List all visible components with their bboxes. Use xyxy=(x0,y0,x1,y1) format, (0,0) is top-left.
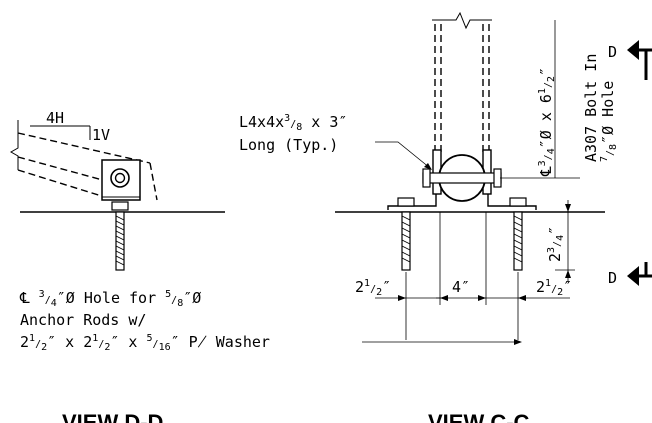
pipe-bottom-edge xyxy=(17,169,109,199)
dim-right-text: 21/2″ xyxy=(536,278,572,298)
hole-note-line1: ℄ 3/4″Ø Hole for 5/8″Ø xyxy=(19,289,201,309)
angle-leader-arrow xyxy=(424,163,432,170)
bolt-callout: ℄3/4″Ø x 61/2″ xyxy=(537,67,557,177)
section-arrow-bottom xyxy=(627,266,639,286)
section-mark-bottom: D xyxy=(608,269,617,287)
right-view xyxy=(335,11,605,345)
bolt-callout-b: A307 Bolt In 7/8″Ø Hole xyxy=(582,54,619,162)
bolt-callout-line1: ℄3/4″Ø x 61/2″ xyxy=(537,67,557,177)
embed-dim-text-group: 23/4″ xyxy=(546,226,566,262)
slope-horizontal-label: 4H xyxy=(46,109,64,127)
dim-arrow-6 xyxy=(565,270,571,278)
rod-threads-right-view xyxy=(401,215,523,263)
bolt-head xyxy=(422,168,431,188)
pipe-top-edge xyxy=(17,132,151,164)
anchor-nut-right xyxy=(509,197,527,207)
bolt-callout-line3: 7/8″Ø Hole xyxy=(599,81,619,162)
section-arrow-top xyxy=(627,40,639,60)
pipe-end xyxy=(149,162,158,201)
section-cut-bottom: D xyxy=(608,262,652,287)
view-title-left: VIEW D-D xyxy=(62,410,163,423)
bolt-nut xyxy=(493,168,502,188)
dim-arrow-5 xyxy=(565,204,571,212)
hole-note-line3: 21/2″ x 21/2″ x 5/16″ P̸ Washer xyxy=(20,333,270,353)
through-bolt xyxy=(422,172,502,184)
bolt-callout-line2: A307 Bolt In xyxy=(582,54,600,162)
pipe-inner-edge xyxy=(17,156,111,183)
section-cut-top: D xyxy=(608,40,652,80)
dim-arrow-1 xyxy=(398,295,406,301)
hole-note-arrow xyxy=(514,339,522,345)
anchor-nut-left-view xyxy=(111,201,129,211)
left-break-line xyxy=(9,120,19,170)
dim-arrow-4 xyxy=(518,295,526,301)
dim-left-text: 21/2″ xyxy=(355,278,391,298)
angle-leader xyxy=(375,141,431,169)
rod-threads-left-view xyxy=(115,215,125,266)
anchor-rod-right xyxy=(513,211,523,271)
section-mark-top: D xyxy=(608,43,617,61)
left-view xyxy=(9,120,225,271)
slope-vertical-label: 1V xyxy=(92,126,110,144)
dim-arrow-3 xyxy=(478,295,486,301)
angle-callout-line2: Long (Typ.) xyxy=(239,136,338,154)
bolt-circle xyxy=(110,168,130,188)
bolt-hole xyxy=(114,172,126,184)
angle-callout-line1: L4x4x3/8 x 3″ xyxy=(239,113,347,133)
embed-dim-text: 23/4″ xyxy=(546,226,566,262)
anchor-nut-left xyxy=(397,197,415,207)
post-break-line xyxy=(432,11,492,30)
dim-center-text: 4″ xyxy=(452,278,470,296)
anchor-rod-left xyxy=(401,211,411,271)
view-title-right: VIEW C-C xyxy=(428,410,530,423)
hole-note-line2: Anchor Rods w/ xyxy=(20,311,146,329)
